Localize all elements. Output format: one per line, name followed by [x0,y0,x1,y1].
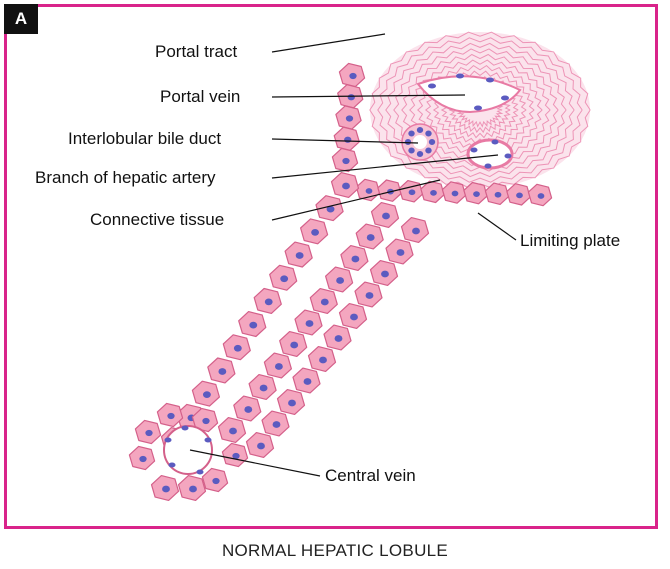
hepatocyte-nucleus [321,299,329,306]
hepatocyte-nucleus [350,314,358,321]
label-hepatic-artery: Branch of hepatic artery [35,168,215,188]
hepatocyte-nucleus [275,363,283,370]
hepatocyte-nucleus [202,418,209,424]
hepatocyte-nucleus [335,335,343,342]
hepatocyte-nucleus [342,158,349,164]
hepatocyte-nucleus [516,192,523,198]
hepatocyte-nucleus [366,292,374,299]
hepatocyte-nucleus [382,213,390,220]
hepatic-artery-nucleus [505,154,512,159]
hepatocyte-nucleus [280,275,288,282]
hepatocyte-nucleus [336,277,344,284]
hepatocyte-nucleus [381,271,389,278]
bile-duct-nucleus [408,147,414,153]
hepatocyte-nucleus [452,191,459,197]
hepatocyte-nucleus [218,368,226,375]
hepatocyte-nucleus [162,486,170,493]
endothelial-nucleus [205,438,212,443]
hepatocyte-nucleus [249,322,257,329]
hepatocyte-nucleus [412,228,420,235]
portal-vein-nucleus [486,78,494,83]
hepatocyte-nucleus [311,229,319,236]
hepatic-artery-nucleus [492,140,499,145]
hepatocyte-nucleus [145,430,152,436]
label-central-vein: Central vein [325,466,416,486]
hepatocyte-nucleus [290,342,298,349]
hepatocyte-nucleus [351,256,359,263]
hepatocyte-nucleus [288,400,296,407]
hepatocyte-nucleus [342,183,350,190]
bile-duct-nucleus [408,131,414,137]
bile-duct-nucleus [425,147,431,153]
portal-vein-nucleus [474,106,482,111]
hepatocyte-nucleus [212,478,219,484]
endothelial-nucleus [165,438,172,443]
bile-duct-nucleus [425,131,431,137]
hepatocyte-nucleus [346,115,353,121]
label-bile-duct: Interlobular bile duct [68,129,221,149]
hepatocyte-nucleus [265,299,273,306]
hepatocyte-nucleus [260,385,268,392]
bile-duct-nucleus [417,127,423,133]
hepatocyte-nucleus [296,252,304,259]
bile-duct-nucleus [405,139,411,145]
hepatocyte-nucleus [473,191,480,197]
label-portal-tract: Portal tract [155,42,237,62]
endothelial-nucleus [182,426,189,431]
label-portal-vein: Portal vein [160,87,240,107]
portal-vein-nucleus [456,74,464,79]
hepatocyte-nucleus [495,192,502,198]
portal-vein-nucleus [428,84,436,89]
leader-portal-tract [272,34,385,52]
label-limiting-plate: Limiting plate [520,231,620,251]
hepatocyte-nucleus [397,249,405,256]
hepatocyte-nucleus [167,413,174,419]
hepatocyte-nucleus [430,190,437,196]
hepatic-artery-nucleus [485,164,492,169]
hepatocyte-nucleus [189,486,197,493]
bile-duct-lumen [413,135,427,149]
endothelial-nucleus [197,470,204,475]
hepatocyte-nucleus [234,345,242,352]
hepatocyte-nucleus [349,73,356,79]
hepatocyte-nucleus [538,193,545,199]
hepatocyte-nucleus [366,188,373,194]
hepatocyte-nucleus [257,443,265,450]
hepatocyte-nucleus [203,391,211,398]
portal-vein-nucleus [501,96,509,101]
hepatocyte-nucleus [229,428,237,435]
hepatocyte-nucleus [139,456,146,462]
hepatocyte-nucleus [409,189,416,195]
hepatocyte-nucleus [306,320,314,327]
hepatocyte-nucleus [348,94,355,100]
hepatocyte-nucleus [344,137,351,143]
hepatocyte-nucleus [367,234,375,241]
bile-duct-nucleus [429,139,435,145]
hepatocyte-nucleus [304,378,312,385]
endothelial-nucleus [169,463,176,468]
figure-caption: NORMAL HEPATIC LOBULE [0,541,670,561]
bile-duct-nucleus [417,151,423,157]
hepatocyte-nucleus [319,357,327,364]
label-connective-tissue: Connective tissue [90,210,224,230]
hepatic-artery-nucleus [471,148,478,153]
hepatocyte-nucleus [244,406,252,413]
leader-limiting-plate [478,213,516,240]
hepatocyte-nucleus [273,421,281,428]
hepatic-artery [468,140,512,168]
